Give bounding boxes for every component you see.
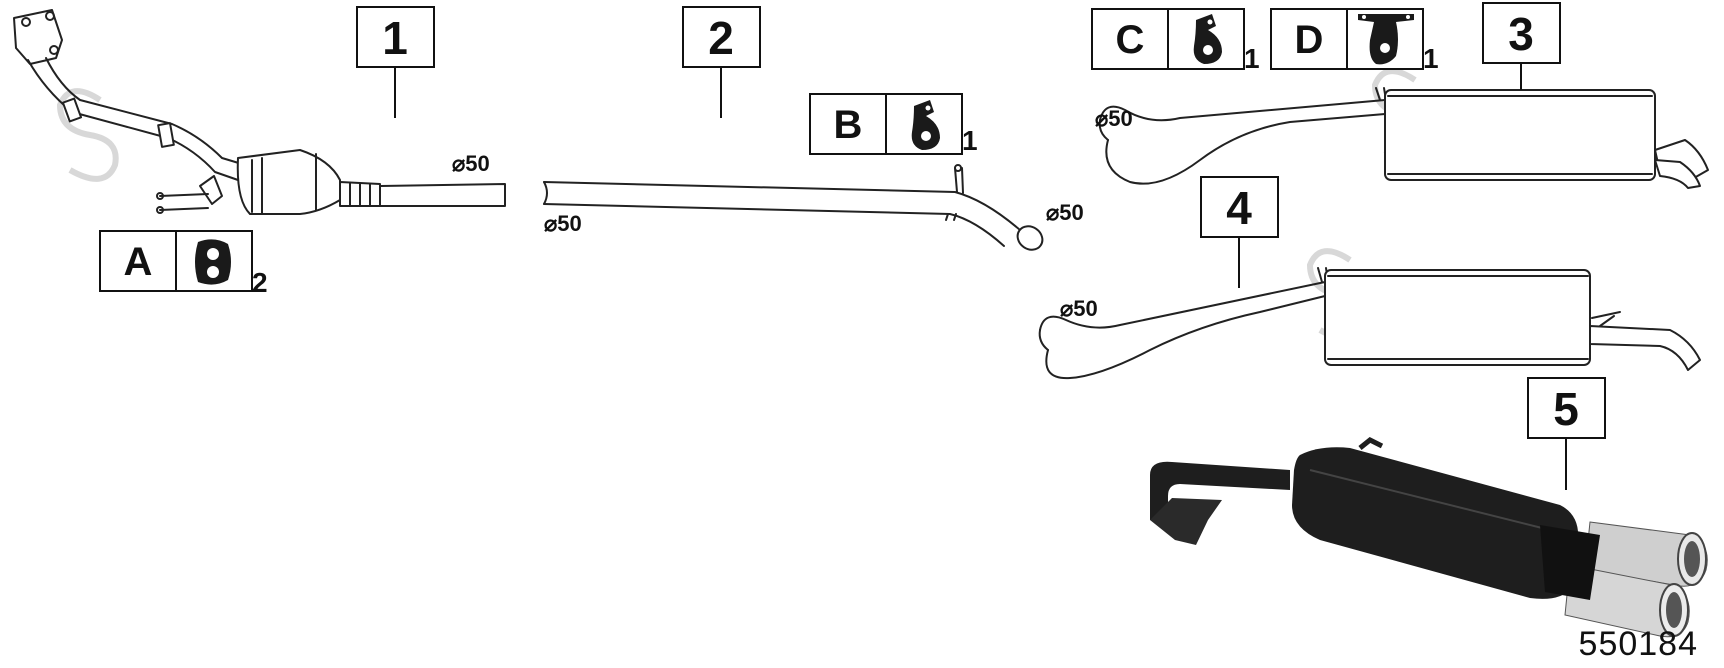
callout-number: 2	[708, 12, 734, 64]
part-quantity: 2	[252, 267, 268, 298]
rubber-hanger-plate-icon	[1358, 14, 1414, 65]
part-box-a: A 2	[99, 230, 268, 298]
part-box-c: C 1	[1091, 8, 1260, 74]
diameter-label: ⌀50	[544, 211, 582, 236]
rubber-hanger-ring-icon	[195, 239, 231, 285]
callout-2: 2	[682, 6, 761, 118]
part-letter: A	[124, 240, 153, 284]
diameter-label: ⌀50	[1060, 296, 1098, 321]
part-5-sport-muffler-photo	[1150, 437, 1708, 638]
part-4-rear-silencer	[1038, 267, 1701, 380]
part-quantity: 1	[1244, 43, 1260, 74]
part-letter: D	[1295, 18, 1324, 62]
product-code: 550184	[1579, 625, 1698, 663]
part-letter: B	[834, 103, 863, 147]
part-letter: C	[1116, 18, 1145, 62]
diameter-label: ⌀50	[1046, 200, 1084, 225]
callout-3: 3	[1482, 2, 1561, 90]
callout-1: 1	[356, 6, 435, 118]
rubber-hanger-bracket-icon	[911, 100, 940, 150]
part-3-rear-silencer	[1098, 87, 1709, 189]
part-2-middle-pipe	[543, 164, 1044, 251]
part-1-front-pipe-catalyst	[13, 9, 506, 215]
diameter-label: ⌀50	[1095, 106, 1133, 131]
rubber-hanger-bracket-icon	[1193, 14, 1222, 64]
part-box-d: D 1	[1270, 8, 1439, 74]
part-quantity: 1	[962, 125, 978, 156]
callout-5: 5	[1527, 377, 1606, 490]
callout-number: 4	[1226, 182, 1252, 234]
part-box-b: B 1	[809, 93, 978, 156]
callout-number: 5	[1553, 383, 1579, 435]
part-quantity: 1	[1423, 43, 1439, 74]
diameter-label: ⌀50	[452, 151, 490, 176]
callout-number: 1	[382, 12, 408, 64]
callout-number: 3	[1508, 8, 1534, 60]
callout-4: 4	[1200, 176, 1279, 288]
